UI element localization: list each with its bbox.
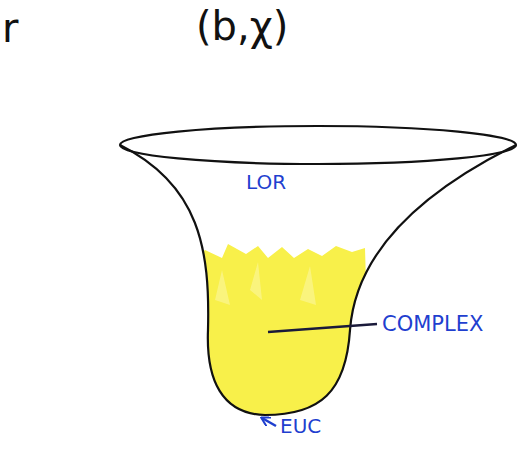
region-label: LOR (246, 172, 286, 192)
leader-line (268, 324, 377, 332)
region-label: COMPLEX (382, 314, 483, 335)
heading-label: (b,χ) (196, 6, 288, 46)
point-label: EUC (280, 416, 321, 436)
funnel-rim (120, 126, 516, 164)
variable-letter: r (2, 8, 18, 48)
funnel-outline (120, 145, 516, 415)
leader-arrow (262, 418, 276, 426)
